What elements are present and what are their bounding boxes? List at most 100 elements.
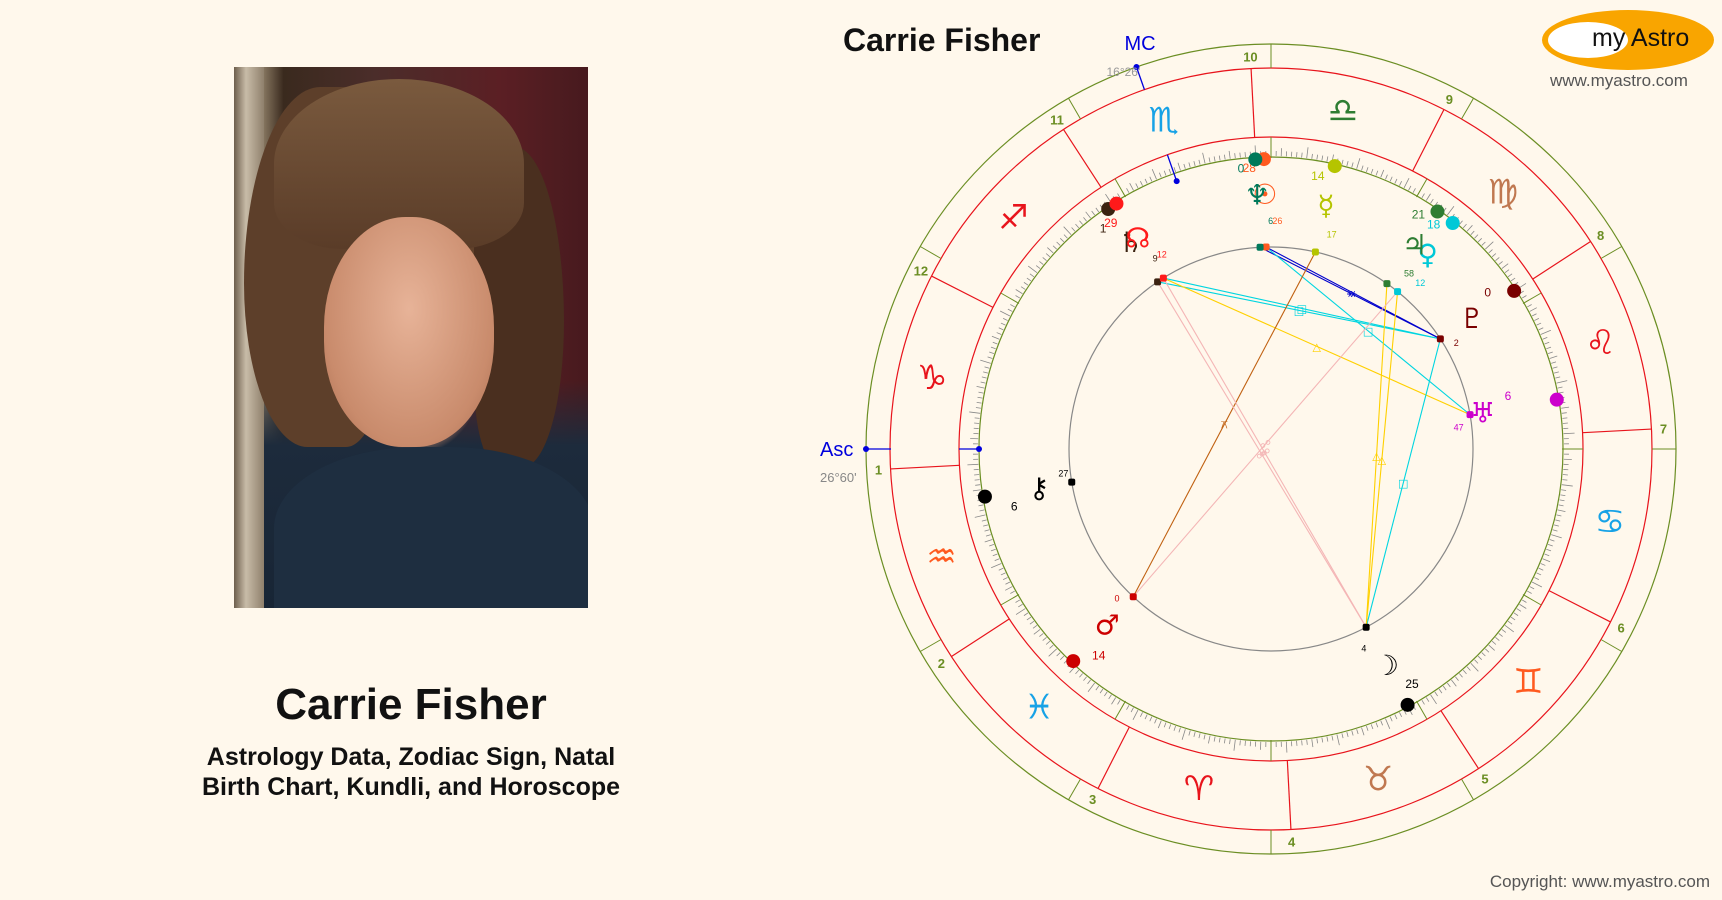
degree-tick — [1488, 644, 1495, 651]
degree-tick — [1498, 633, 1503, 637]
degree-tick — [1547, 544, 1553, 547]
degree-tick — [1389, 716, 1393, 722]
saturn-minutes: 9 — [1153, 253, 1158, 263]
house-cusp-line — [1068, 778, 1081, 800]
degree-tick — [1173, 725, 1176, 731]
jupiter-degree: 21 — [1412, 207, 1426, 221]
degree-tick — [1126, 188, 1130, 193]
degree-tick — [983, 524, 989, 527]
aspect-symbol-icon: ⚹ — [1350, 287, 1357, 300]
degree-tick — [1202, 152, 1206, 164]
degree-tick — [976, 386, 985, 389]
degree-tick — [983, 371, 989, 374]
aspect-symbol-icon: ☍ — [1259, 447, 1270, 460]
house-ring-outer — [865, 43, 1677, 855]
house-number-3: 3 — [1089, 792, 1096, 807]
portrait-photo — [234, 67, 588, 608]
house-number-12: 12 — [914, 264, 928, 279]
sign-boundary-line — [1440, 710, 1480, 769]
degree-tick — [1063, 234, 1068, 239]
degree-tick — [1557, 386, 1563, 389]
house-cusp-line — [1461, 778, 1474, 800]
degree-tick — [1306, 147, 1309, 159]
degree-tick — [1485, 241, 1494, 250]
uranus-ring-marker — [1549, 392, 1564, 407]
degree-tick — [1474, 234, 1479, 239]
chart-title: Carrie Fisher — [843, 22, 1041, 58]
degree-tick — [1561, 484, 1573, 487]
zodiac-sign-scorpio-icon: ♏ — [1149, 100, 1179, 140]
midheaven-dot-inner — [1173, 178, 1180, 185]
degree-tick — [975, 407, 981, 409]
sign-boundary-line — [1548, 590, 1611, 623]
degree-tick — [998, 327, 1004, 331]
mercury-minutes: 17 — [1327, 229, 1337, 239]
mercury-aspect-point — [1311, 248, 1319, 256]
degree-tick — [1087, 679, 1091, 685]
degree-tick — [1507, 273, 1513, 278]
house-cusp-line — [1416, 178, 1428, 198]
degree-tick — [1213, 156, 1216, 162]
degree-tick — [1394, 714, 1398, 720]
degree-tick — [1015, 599, 1021, 603]
degree-tick — [994, 558, 1000, 562]
degree-tick — [1188, 162, 1191, 168]
degree-tick — [1042, 637, 1047, 641]
north-node-icon: ☊ — [1125, 221, 1150, 254]
degree-tick — [1002, 318, 1008, 321]
degree-tick — [1056, 652, 1061, 657]
degree-tick — [1010, 590, 1015, 594]
degree-tick — [1536, 572, 1542, 576]
midheaven-degree: 16°26' — [1106, 65, 1140, 79]
degree-tick — [1542, 336, 1548, 340]
degree-tick — [1561, 412, 1567, 414]
site-url-link[interactable]: www.myastro.com — [1550, 71, 1688, 90]
degree-tick — [1326, 736, 1329, 742]
degree-tick — [977, 396, 983, 399]
degree-tick — [1218, 737, 1221, 743]
house-number-11: 11 — [1050, 112, 1064, 127]
north-node-degree: 29 — [1104, 216, 1118, 230]
degree-tick — [1527, 304, 1532, 308]
aspect-line-neptune-pluto — [1259, 246, 1441, 340]
degree-tick — [1552, 529, 1558, 532]
degree-tick — [1462, 669, 1467, 675]
degree-tick — [1117, 193, 1121, 199]
degree-tick — [1351, 730, 1354, 736]
degree-tick — [1052, 245, 1057, 250]
degree-tick — [1336, 734, 1340, 746]
degree-tick — [1130, 707, 1134, 713]
degree-tick — [1510, 616, 1516, 621]
degree-tick — [1485, 648, 1490, 653]
degree-tick — [990, 346, 996, 350]
degree-tick — [1549, 355, 1558, 359]
degree-tick — [990, 548, 996, 552]
degree-tick — [991, 335, 1000, 340]
degree-tick — [1301, 152, 1303, 158]
degree-tick — [1531, 313, 1537, 317]
degree-tick — [1361, 727, 1365, 736]
house-cusp-line — [1522, 594, 1542, 606]
degree-tick — [969, 411, 981, 414]
jupiter-minutes: 58 — [1404, 269, 1414, 279]
degree-tick — [992, 553, 998, 557]
degree-tick — [1430, 694, 1437, 705]
degree-tick — [1389, 176, 1393, 182]
degree-tick — [1023, 282, 1029, 286]
degree-tick — [1026, 616, 1032, 621]
uranus-aspect-point — [1466, 411, 1474, 419]
degree-tick — [1540, 329, 1551, 335]
degree-tick — [1501, 629, 1507, 633]
degree-tick — [1035, 265, 1041, 269]
uranus-icon: ♅ — [1470, 396, 1495, 429]
degree-tick — [1208, 157, 1211, 163]
degree-tick — [1366, 725, 1369, 731]
degree-tick — [1544, 341, 1550, 345]
north-node-ring-marker — [1109, 196, 1124, 211]
house-cusp-line — [1600, 246, 1622, 259]
house-number-6: 6 — [1618, 620, 1625, 635]
degree-tick — [1079, 220, 1083, 225]
myastro-logo[interactable]: my Astro — [1542, 10, 1714, 70]
venus-aspect-point — [1394, 288, 1402, 296]
degree-tick — [1521, 295, 1527, 299]
